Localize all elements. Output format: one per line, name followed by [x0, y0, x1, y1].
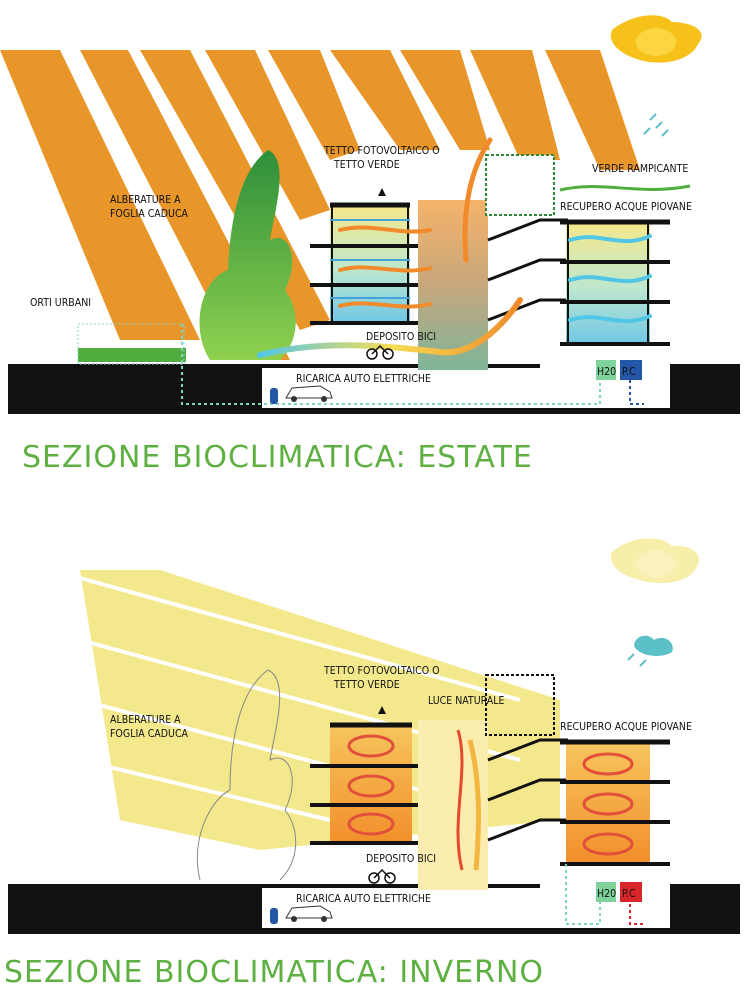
winter-section-diagram: TETTO FOTOVOLTAICO O TETTO VERDE ALBERAT…	[0, 520, 748, 960]
garden-outline	[77, 323, 185, 365]
label-ev-charging: RICARICA AUTO ELETTRICHE	[296, 893, 431, 905]
summer-section-svg: TETTO FOTOVOLTAICO O TETTO VERDE ALBERAT…	[0, 15, 740, 414]
label-roof-line2: TETTO VERDE	[333, 159, 400, 171]
label-heat-pump: P.C	[622, 888, 636, 900]
summer-section-diagram: TETTO FOTOVOLTAICO O TETTO VERDE ALBERAT…	[0, 0, 748, 440]
label-rainwater: RECUPERO ACQUE PIOVANE	[560, 721, 692, 733]
rain-cloud-icon	[643, 113, 669, 137]
label-urban-gardens: ORTI URBANI	[30, 297, 91, 309]
label-roof-line1: TETTO FOTOVOLTAICO O	[323, 665, 440, 677]
winter-section-svg: TETTO FOTOVOLTAICO O TETTO VERDE ALBERAT…	[8, 538, 740, 934]
winter-service-lines	[565, 864, 644, 925]
label-heat-pump: P.C	[622, 366, 636, 378]
heat-pump-box	[620, 360, 642, 380]
label-climbing-green: VERDE RAMPICANTE	[592, 163, 688, 175]
car-icon	[285, 385, 333, 402]
label-roof-line1: TETTO FOTOVOLTAICO O	[323, 145, 440, 157]
bicycle-icon	[366, 344, 394, 360]
car-icon	[285, 905, 333, 922]
central-core	[418, 674, 568, 890]
bicycle-icon	[368, 868, 396, 884]
label-rainwater: RECUPERO ACQUE PIOVANE	[560, 201, 692, 213]
summer-ground-slab	[8, 346, 740, 414]
label-bike-storage: DEPOSITO BICI	[366, 331, 436, 343]
label-natural-light: LUCE NATURALE	[428, 695, 504, 707]
winter-title: SEZIONE BIOCLIMATICA: INVERNO	[4, 955, 544, 990]
deciduous-tree-winter	[196, 669, 297, 881]
deciduous-tree-summer	[199, 150, 296, 360]
label-roof-line2: TETTO VERDE	[333, 679, 400, 691]
left-building-block	[310, 722, 418, 845]
summer-service-lines	[181, 324, 644, 405]
summer-airflow	[257, 137, 652, 358]
sun-icon	[610, 15, 702, 63]
warning-icon	[378, 188, 386, 196]
label-trees-line2: FOGLIA CADUCA	[110, 728, 189, 740]
label-trees-line2: FOGLIA CADUCA	[110, 208, 189, 220]
rain-cloud-icon	[627, 635, 673, 667]
label-water-tank: H20	[597, 366, 616, 378]
label-bike-storage: DEPOSITO BICI	[366, 853, 436, 865]
label-ev-charging: RICARICA AUTO ELETTRICHE	[296, 373, 431, 385]
water-tank-box	[596, 882, 616, 902]
summer-title: SEZIONE BIOCLIMATICA: ESTATE	[22, 440, 533, 475]
ev-charger	[270, 908, 278, 924]
heat-pump-box	[620, 882, 642, 902]
sun-icon	[610, 538, 700, 584]
ev-charger	[270, 388, 278, 404]
garden-plants	[78, 348, 186, 362]
warning-icon	[378, 706, 386, 714]
heat-circulation-right	[582, 752, 634, 856]
central-core	[418, 154, 568, 370]
label-trees-line1: ALBERATURE A	[110, 714, 181, 726]
label-trees-line1: ALBERATURE A	[110, 194, 181, 206]
heat-circulation-left	[347, 734, 395, 836]
right-building-block	[560, 739, 670, 866]
label-water-tank: H20	[597, 888, 616, 900]
water-tank-box	[596, 360, 616, 380]
